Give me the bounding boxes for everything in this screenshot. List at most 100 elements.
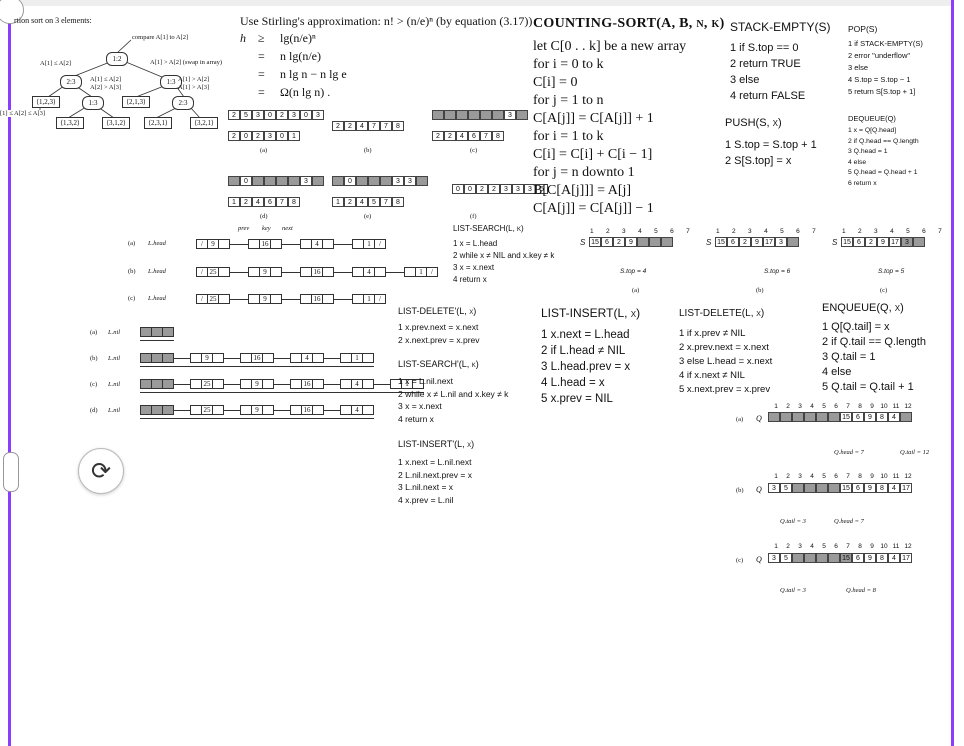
array-cell [276,176,288,186]
list-node-field: 9 [202,354,213,362]
array-cell: 17 [900,553,912,563]
list-node-field [313,354,323,362]
stirling-line: Use Stirling's approximation: n! > (n/e)… [240,14,533,28]
array-cell [792,412,804,422]
code-line: 4 S.top = S.top − 1 [848,75,911,84]
list-node-field [301,295,312,303]
array-cell [649,237,661,247]
list-node-field: 1 [364,295,375,303]
list-node-field: / [197,268,208,276]
list-node: /25 [196,267,230,277]
array-cell: 15 [840,412,852,422]
array-index: 7 [846,473,850,480]
list-node-field: 16 [302,406,313,414]
code-line: C[i] = C[i] + C[i − 1] [533,147,653,162]
tree-far-left: [1] ≤ A[2] ≤ A[3] [0,110,46,117]
list-head-label: L.head [148,268,166,275]
code-line: 2 while x ≠ NIL and x.key ≠ k [453,251,555,260]
pointer-arrow [374,383,390,385]
side-drag-handle[interactable] [3,452,19,492]
list-node-field [323,295,333,303]
list-node-field [141,380,152,388]
list-node: 4 [352,267,386,277]
array-cell [804,483,816,493]
list-node-field [271,268,281,276]
array-index: 2 [786,403,790,410]
list-nil-label: L.nil [108,381,121,388]
array-cell [356,176,368,186]
stack-top-label: S.top = 6 [764,268,791,275]
list-node-field [301,240,312,248]
proc-title: LIST-INSERT'(L, x) [398,439,475,449]
tree-leaf: ⟨3,1,2⟩ [102,117,130,129]
stack-label: S [580,238,586,247]
tree-edge-label-2: A[2] > A[3] [90,84,122,91]
array-cell: 2 [228,131,240,141]
array-cell: 8 [392,197,404,207]
array-index: 1 [774,473,778,480]
top-bar [8,0,954,6]
array-cell [432,110,444,120]
proc-lines: 1 if STACK-EMPTY(S)2 error "underflow"3 … [848,38,923,98]
list-node-field: 1 [352,354,363,362]
array-cell: 9 [877,237,889,247]
pointer-arrow [224,409,240,411]
list-node-field [213,354,223,362]
stirling-expr: n lg n − n lg e [280,67,347,81]
figure-caption: (a) [90,329,98,336]
array-cell: 6 [601,237,613,247]
tree-edge-label-4: A[1] > A[3] [178,84,210,91]
array-cell: 8 [876,553,888,563]
tree-node-23b: 2:3 [172,96,194,110]
array-cell: 6 [468,131,480,141]
list-node-field [291,406,302,414]
pointer-arrow [174,409,190,411]
list-node-field: 9 [252,406,263,414]
list-node-field [375,268,385,276]
array-indices: 1 2 3 4 5 6 7 [590,228,696,235]
array-cell: 2 [344,121,356,131]
code-line: B[C[A[j]]] = A[j] [533,183,632,198]
pointer-arrow [324,383,340,385]
array-cell: 4 [456,131,468,141]
figure-caption: (b) [90,355,98,362]
figure-caption: (c) [128,295,136,302]
pointer-arrow [224,383,240,385]
array-index: 2 [786,543,790,550]
array-index: 9 [870,403,874,410]
array-cell: 1 [332,197,344,207]
proc-title: POP(S) [848,24,878,34]
array-cell: 2 [476,184,488,194]
list-node: 4 [300,239,334,249]
figure-caption: (a) [632,287,640,294]
array-cell: 3 [901,237,913,247]
rotate-button[interactable]: ⟳ [78,448,124,494]
list-node-field [353,240,364,248]
array-cell: 3 [768,553,780,563]
array-cell [468,110,480,120]
pointer-arrow [282,271,300,273]
array-cell: 3 [300,176,312,186]
pointer-arrow [324,357,340,359]
array-cell [637,237,649,247]
list-node-field: 1 [364,240,375,248]
array-cell: 4 [356,121,368,131]
list-node-field [213,406,223,414]
array-cell [787,237,799,247]
code-line: 5 return S[S.top + 1] [848,87,916,96]
tree-leaf: ⟨2,3,1⟩ [144,117,172,129]
array-cell [252,176,264,186]
array-index: 5 [822,403,826,410]
code-line: 2 return TRUE [730,58,801,70]
